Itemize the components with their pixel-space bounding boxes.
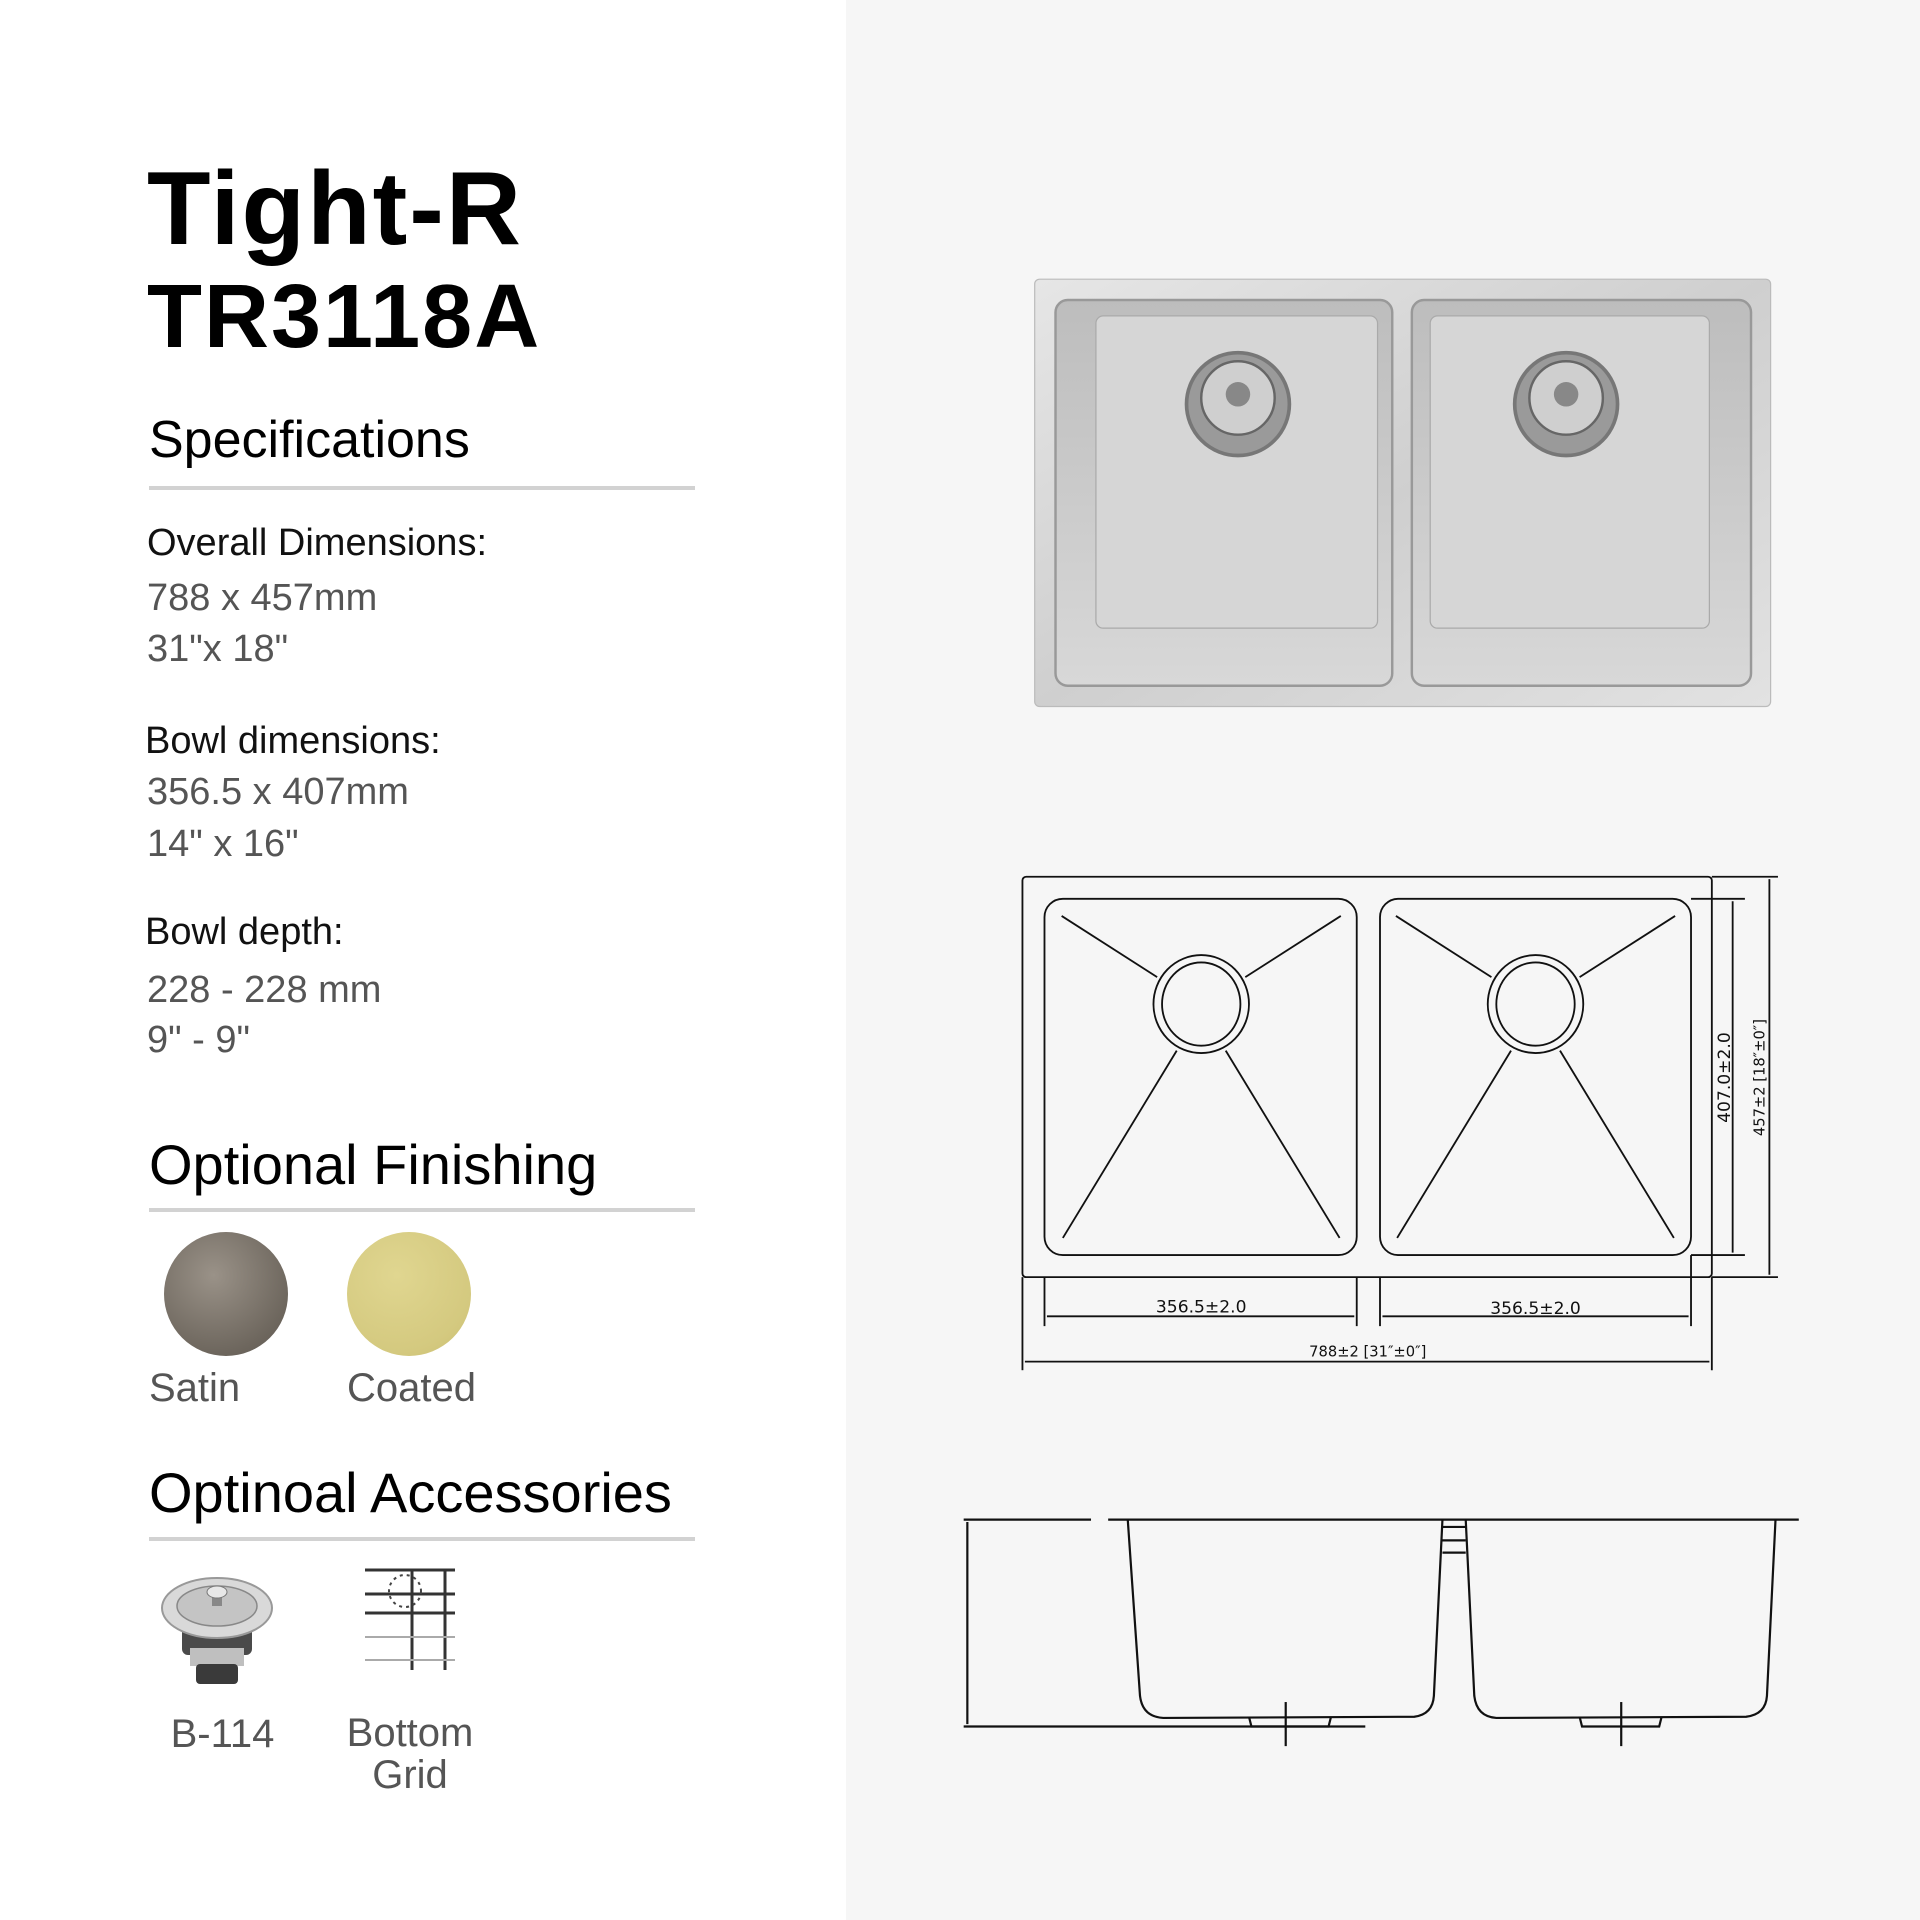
bowl-width-right-dimension: 356.5±2.0: [1490, 1299, 1581, 1319]
strainer-label: B-114: [170, 1712, 275, 1756]
product-series: Tight-R: [147, 151, 523, 267]
overall-length-dimension: 457±2 [18″±0″]: [1751, 1019, 1768, 1136]
bottom-grid-label-line2: Grid: [372, 1753, 448, 1797]
bottom-grid-label-line1: Bottom: [346, 1711, 474, 1755]
divider: [149, 486, 695, 490]
finishing-heading: Optional Finishing: [149, 1133, 598, 1196]
bowl-depth-label: Bowl depth:: [145, 911, 344, 953]
bowl-depth-metric: 228 - 228 mm: [147, 969, 382, 1011]
drain-icon: [1184, 350, 1292, 458]
product-model: TR3118A: [147, 267, 542, 367]
specifications-heading: Specifications: [149, 411, 470, 469]
bottom-grid-label: Bottom Grid: [340, 1712, 480, 1796]
overall-dimensions-label: Overall Dimensions:: [147, 522, 487, 564]
plan-drawing: [1021, 875, 1778, 1371]
satin-label: Satin: [149, 1366, 241, 1410]
strainer-icon: [161, 1577, 273, 1684]
sink-photo: [1034, 278, 1772, 708]
overall-width-dimension: 788±2 [31″±0″]: [1309, 1344, 1426, 1361]
bowl-length-dimension: 407.0±2.0: [1715, 1032, 1735, 1123]
bowl-dimensions-imperial: 14" x 16": [147, 823, 299, 865]
overall-dimensions-metric: 788 x 457mm: [147, 577, 378, 619]
coated-label: Coated: [347, 1366, 476, 1410]
bowl-dimensions-label: Bowl dimensions:: [145, 720, 441, 762]
bowl-depth-imperial: 9" - 9": [147, 1019, 251, 1061]
accessories-heading: Optinoal Accessories: [149, 1461, 672, 1524]
side-view-drawing: [963, 1518, 1799, 1747]
coated-swatch[interactable]: [347, 1232, 471, 1356]
drain-icon: [1512, 350, 1620, 458]
bottom-grid-icon: [365, 1568, 455, 1670]
spec-panel: Tight-R TR3118A Specifications Overall D…: [0, 0, 846, 1920]
bowl-width-left-dimension: 356.5±2.0: [1156, 1298, 1247, 1318]
overall-dimensions-imperial: 31"x 18": [147, 628, 289, 670]
divider: [149, 1537, 695, 1541]
satin-swatch[interactable]: [164, 1232, 288, 1356]
divider: [149, 1208, 695, 1212]
bowl-dimensions-metric: 356.5 x 407mm: [147, 771, 409, 813]
